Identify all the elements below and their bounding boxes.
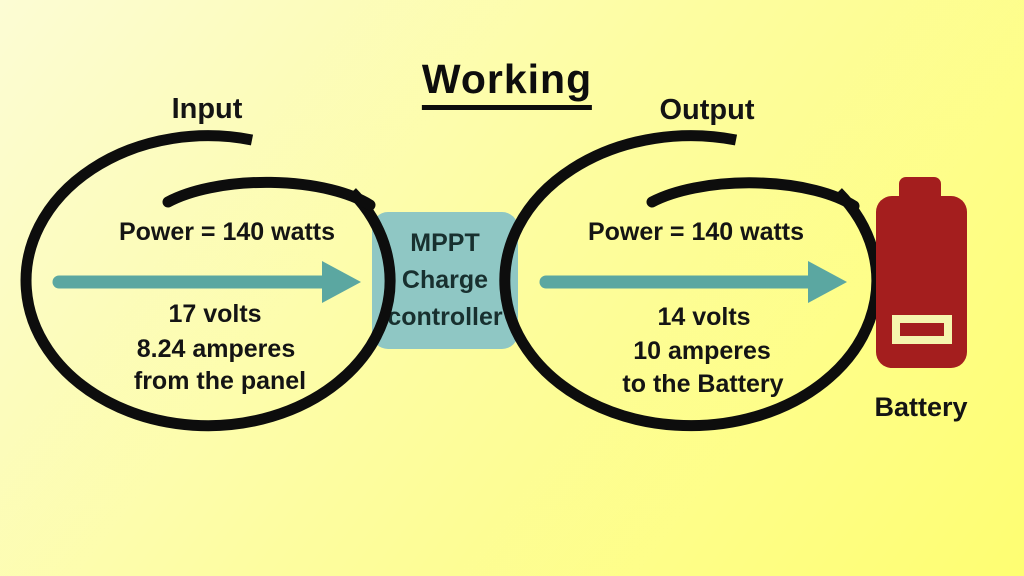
input-circle-inner-arc xyxy=(162,176,376,211)
battery-icon xyxy=(876,177,967,368)
input-amperes-text: 8.24 amperes xyxy=(136,335,296,363)
charge-controller-box: MPPT Charge controller xyxy=(372,212,518,349)
input-arrow xyxy=(52,261,361,303)
input-source-text: from the panel xyxy=(133,367,307,395)
output-arrow xyxy=(539,261,847,303)
input-arrow-head xyxy=(322,261,361,303)
output-circle-inner-arc xyxy=(646,177,860,212)
output-circle-sketch xyxy=(499,130,883,432)
output-arrow-head xyxy=(808,261,847,303)
controller-name-line2: Charge xyxy=(401,266,489,294)
output-destination-text: to the Battery xyxy=(622,370,784,398)
input-volts-text: 17 volts xyxy=(168,300,262,328)
page-title-wrap: Working xyxy=(421,56,593,110)
output-section-label: Output xyxy=(659,94,755,126)
output-amperes-text: 10 amperes xyxy=(633,337,771,365)
battery-label: Battery xyxy=(874,392,968,422)
controller-name-line1: MPPT xyxy=(410,229,480,257)
input-power-text: Power = 140 watts xyxy=(118,218,336,246)
page-title: Working xyxy=(421,56,593,110)
controller-name-line3: controller xyxy=(387,303,503,331)
battery-level-window xyxy=(892,315,952,344)
output-volts-text: 14 volts xyxy=(657,303,751,331)
output-power-text: Power = 140 watts xyxy=(587,218,805,246)
input-circle-sketch xyxy=(20,130,396,432)
input-section-label: Input xyxy=(171,93,243,125)
